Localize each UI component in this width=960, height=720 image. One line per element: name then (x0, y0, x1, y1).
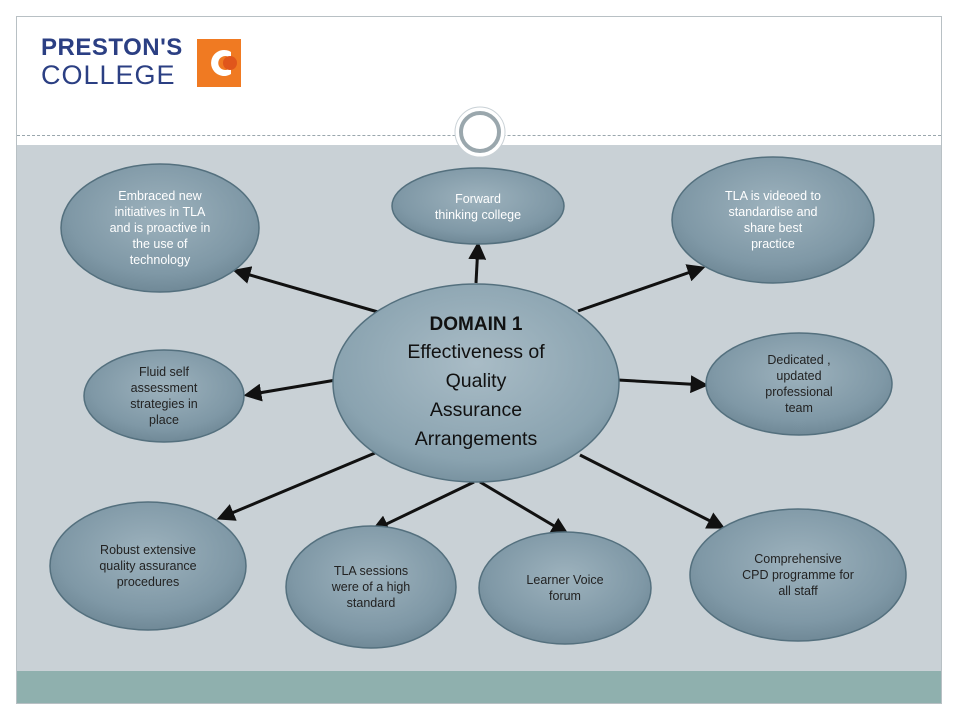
diagram-nodes (49, 156, 907, 649)
arrow-videoed (577, 264, 706, 313)
prestons-college-logo: PRESTON'S COLLEGE (41, 35, 251, 97)
node-embraced (60, 163, 260, 293)
node-dedicated (705, 332, 893, 436)
arrow-tla-sessions (370, 480, 475, 532)
node-robust (49, 501, 247, 631)
node-fluid-label: Fluid self assessment strategies in plac… (130, 365, 198, 427)
node-learner-voice (478, 531, 652, 645)
node-videoed (671, 156, 875, 284)
node-embraced-label: Embraced new initiatives in TLA and is p… (109, 189, 211, 267)
arrow-cpd (579, 453, 726, 529)
arrow-embraced (232, 266, 379, 314)
arrow-robust (216, 451, 376, 521)
node-dedicated-label: Dedicated , updated professional team (765, 353, 833, 415)
logo-line-2: COLLEGE (41, 60, 176, 90)
logo-line-1: PRESTON'S (41, 34, 183, 61)
node-cpd-label: Comprehensive CPD programme for all staf… (742, 552, 854, 598)
node-forward-label: Forward thinking college (434, 192, 522, 222)
node-robust-label: Robust extensive quality assurance proce… (99, 543, 197, 589)
arrow-forward (468, 241, 487, 284)
node-learner-voice-label: Learner Voice forum (526, 573, 604, 603)
node-videoed-label: TLA is videoed to standardise and share … (725, 189, 821, 251)
node-tla-sessions-label: TLA sessions were of a high standard (331, 564, 411, 610)
logo-text: PRESTON'S COLLEGE (41, 34, 183, 90)
logo-mark-icon (197, 39, 241, 87)
center-subtitle: Effectiveness of Quality Assurance Arran… (407, 341, 545, 450)
node-cpd (689, 508, 907, 642)
divider-ring-icon (454, 106, 506, 158)
node-tla-sessions (285, 525, 457, 649)
arrow-fluid (243, 378, 337, 402)
center-title: DOMAIN 1 (429, 314, 523, 335)
node-forward (391, 167, 565, 245)
center-node-label: DOMAIN 1 Effectiveness of Quality Assura… (346, 302, 606, 464)
connector-arrows (216, 241, 726, 535)
footer-band (17, 671, 941, 703)
node-center (332, 283, 620, 483)
node-fluid (83, 349, 245, 443)
arrow-learner-voice (479, 480, 570, 535)
arrow-dedicated (617, 375, 709, 394)
